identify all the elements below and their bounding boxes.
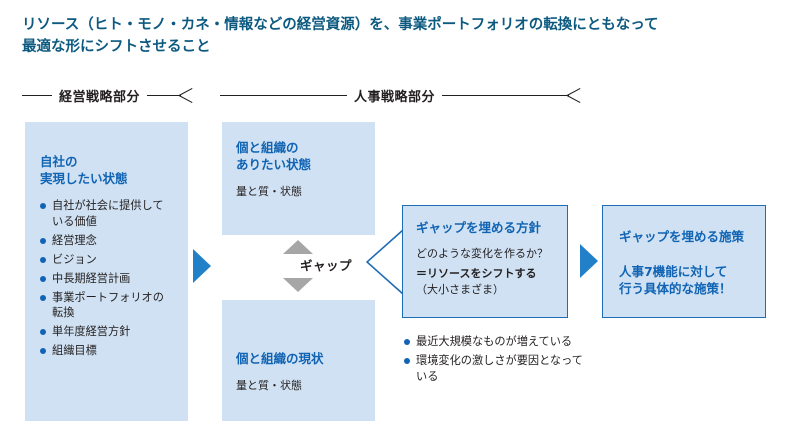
- arrow-right-triangle-icon: [580, 244, 598, 278]
- box-policy-note: （大小さまざま）: [416, 283, 504, 296]
- list-item: 最近大規模なものが増えている: [404, 334, 594, 350]
- list-item: 環境変化の激しさが要因となっている: [404, 353, 594, 384]
- list-item: 自社が社会に提供している価値: [40, 198, 174, 229]
- box-policy-question: どのような変化を作るか？: [416, 247, 548, 260]
- section-arrow-hr-strategy: 人事戦略部分: [220, 84, 582, 106]
- gap-label: ギャップ: [300, 258, 353, 273]
- own-company-bullet-list: 自社が社会に提供している価値 経営理念 ビジョン 中長期経営計画 事業ポートフォ…: [40, 198, 174, 359]
- box-own-company-heading: 自社の 実現したい状態: [40, 153, 180, 187]
- box-own-company-desired-state: 自社の 実現したい状態 自社が社会に提供している価値 経営理念 ビジョン 中長期…: [25, 122, 188, 421]
- section-arrow-management-strategy: 経営戦略部分: [22, 84, 194, 106]
- box-own-company-heading-line-2: 実現したい状態: [40, 171, 128, 186]
- list-item: ビジョン: [40, 252, 174, 268]
- arrow-down-triangle-icon: [283, 278, 313, 292]
- page-title-line-2: 最適な形にシフトさせること: [22, 39, 211, 55]
- list-item: 組織目標: [40, 343, 174, 359]
- arrow-rule-left: [220, 94, 347, 96]
- box-gap-filling-measures: ギャップを埋める施策 人事7機能に対して 行う具体的な施策！: [602, 205, 766, 318]
- box-policy-answer: ＝リソースをシフトする: [416, 267, 537, 280]
- list-item: 経営理念: [40, 233, 174, 249]
- gap-bracket-icon: [366, 229, 404, 295]
- box-measures-body: 人事7機能に対して 行う具体的な施策！: [619, 263, 759, 297]
- box-current-state-sub: 量と質・状態: [236, 379, 302, 392]
- box-measures-body-line-1: 人事7機能に対して: [619, 264, 728, 279]
- box-measures-body-line-2: 行う具体的な施策！: [619, 281, 732, 296]
- box-desired-state-heading-line-2: ありたい状態: [236, 157, 312, 172]
- arrow-rule-right: [147, 94, 181, 96]
- long-arrow-right-icon: [179, 88, 194, 103]
- box-own-company-heading-line-1: 自社の: [40, 154, 78, 169]
- arrow-rule-left: [22, 94, 52, 96]
- page-title: リソース（ヒト・モノ・カネ・情報などの経営資源）を、事業ポートフォリオの転換にと…: [22, 14, 774, 58]
- arrow-right-triangle-icon: [193, 249, 211, 283]
- box-desired-state-sub: 量と質・状態: [236, 185, 302, 198]
- long-arrow-right-icon: [567, 88, 582, 103]
- box-current-state-heading: 個と組織の現状: [236, 351, 324, 366]
- arrow-rule-right: [442, 94, 570, 96]
- list-item: 単年度経営方針: [40, 324, 174, 340]
- box-desired-state: 個と組織の ありたい状態 量と質・状態: [222, 122, 375, 235]
- box-current-state: 個と組織の現状 量と質・状態: [222, 300, 375, 421]
- page-title-line-1: リソース（ヒト・モノ・カネ・情報などの経営資源）を、事業ポートフォリオの転換にと…: [22, 17, 659, 33]
- list-item: 中長期経営計画: [40, 271, 174, 287]
- arrow-up-triangle-icon: [283, 240, 313, 254]
- box-gap-filling-policy: ギャップを埋める方針 どのような変化を作るか？ ＝リソースをシフトする （大小さ…: [402, 205, 568, 318]
- section-arrow-label: 経営戦略部分: [59, 89, 141, 105]
- box-policy-heading: ギャップを埋める方針: [416, 220, 542, 235]
- section-arrow-label: 人事戦略部分: [354, 89, 436, 105]
- box-desired-state-heading-line-1: 個と組織の: [236, 140, 299, 155]
- policy-notes-list: 最近大規模なものが増えている 環境変化の激しさが要因となっている: [404, 334, 594, 388]
- box-measures-heading: ギャップを埋める施策: [619, 229, 745, 244]
- list-item: 事業ポートフォリオの転換: [40, 290, 174, 321]
- box-desired-state-heading: 個と組織の ありたい状態: [236, 139, 366, 173]
